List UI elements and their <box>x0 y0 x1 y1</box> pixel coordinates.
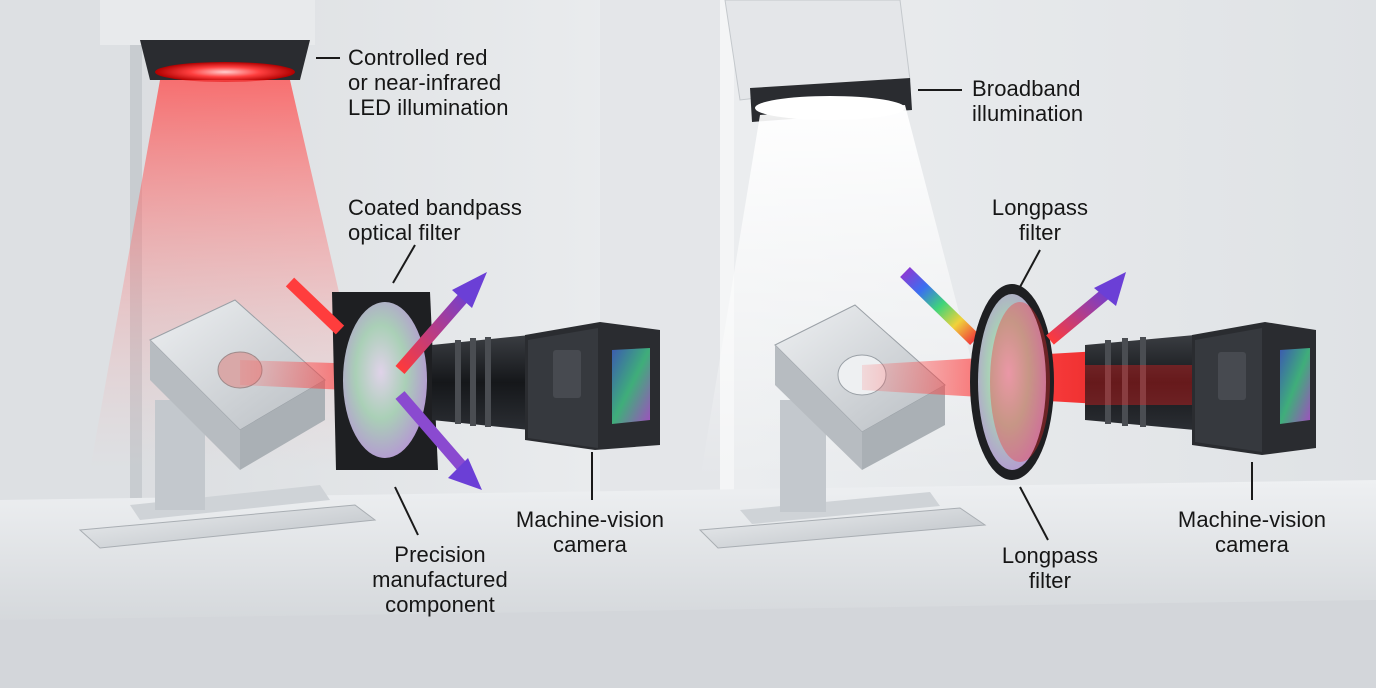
reflected-arrow-down <box>395 391 470 474</box>
bandpass-filter-label: Coated bandpass optical filter <box>348 195 522 245</box>
camera-label-right: Machine-vision camera <box>1177 507 1327 557</box>
broadband-illumination-label: Broadband illumination <box>972 76 1084 126</box>
right-setup <box>698 0 1316 549</box>
camera-sensor-right <box>1280 348 1310 424</box>
leader-longpass-bottom <box>1019 486 1049 541</box>
longpass-filter-label-bottom: Longpass filter <box>1001 543 1099 593</box>
broadband-incoming-arrow <box>900 266 980 346</box>
left-setup <box>78 0 660 549</box>
longpass-filter-label-top: Longpass filter <box>991 195 1089 245</box>
leader-lines <box>316 57 1253 541</box>
arrow-icon <box>395 286 475 374</box>
camera-lens <box>432 335 530 430</box>
incoming-light-arrow <box>285 277 345 335</box>
leader-component <box>394 486 419 536</box>
camera-sensor <box>612 348 650 424</box>
leader-longpass-top <box>1019 249 1041 288</box>
component-label: Precision manufactured component <box>372 542 508 617</box>
led-illumination-label: Controlled red or near-infrared LED illu… <box>348 45 509 120</box>
component-base-plate <box>78 504 377 549</box>
camera-label-left: Machine-vision camera <box>515 507 665 557</box>
led-mount-housing <box>100 0 315 45</box>
component-base-plate-right <box>698 507 987 549</box>
leader-bandpass <box>392 244 416 284</box>
longpass-reflected-arrow <box>1046 285 1114 345</box>
